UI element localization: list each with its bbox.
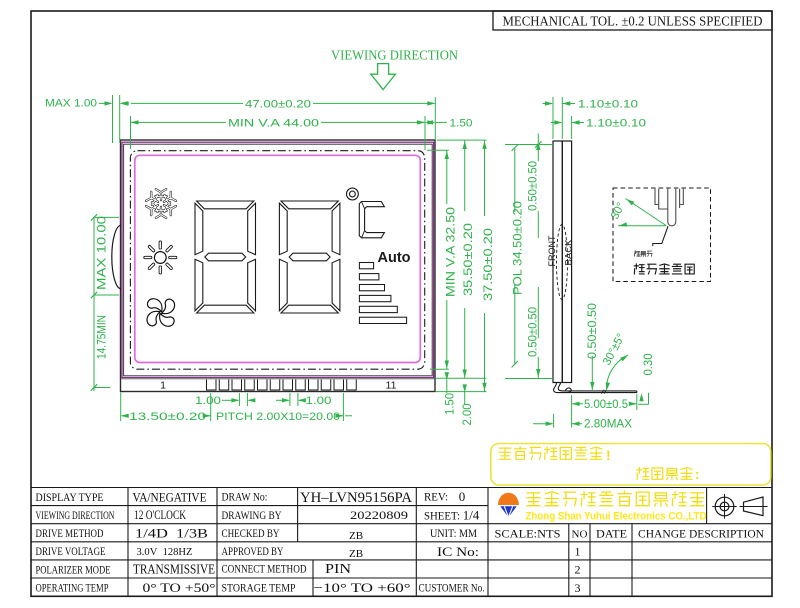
svg-text:30°: 30° xyxy=(609,201,628,222)
svg-text:1.10±0.10: 1.10±0.10 xyxy=(586,118,646,130)
svg-text:CUSTOMER No.: CUSTOMER No. xyxy=(419,583,485,595)
svg-text:DISPLAY TYPE: DISPLAY TYPE xyxy=(36,492,104,504)
svg-text::: : xyxy=(695,467,700,482)
svg-text:0.50±0.50: 0.50±0.50 xyxy=(525,307,539,357)
svg-text:MECHANICAL TOL. ±0.2 UNLESS SP: MECHANICAL TOL. ±0.2 UNLESS SPECIFIED xyxy=(503,14,763,29)
svg-text:MIN V.A 32.50: MIN V.A 32.50 xyxy=(443,207,457,297)
svg-text:DRAW No:: DRAW No: xyxy=(222,492,268,504)
svg-text:1/4: 1/4 xyxy=(463,508,480,523)
svg-text:BACK: BACK xyxy=(564,239,574,265)
svg-text:!: ! xyxy=(606,447,611,463)
svg-text:IC No:: IC No: xyxy=(437,544,479,559)
svg-text:35.50±0.20: 35.50±0.20 xyxy=(461,223,475,296)
svg-text:1.50: 1.50 xyxy=(442,393,456,415)
svg-text:MAX 10.00: MAX 10.00 xyxy=(94,216,108,290)
svg-text:1: 1 xyxy=(160,380,166,392)
svg-text:1.00: 1.00 xyxy=(306,395,332,407)
svg-text:20220809: 20220809 xyxy=(350,508,408,522)
svg-text:30°±5°: 30°±5° xyxy=(601,332,628,368)
svg-text:ZB: ZB xyxy=(349,530,363,542)
svg-text:1.10±0.10: 1.10±0.10 xyxy=(578,99,638,111)
svg-text:CHECKED BY: CHECKED BY xyxy=(222,528,281,540)
svg-text:2: 2 xyxy=(575,563,581,577)
svg-text:DRAWING BY: DRAWING BY xyxy=(222,510,283,522)
svg-text:1.00: 1.00 xyxy=(195,395,221,407)
svg-text:0.50±0.50: 0.50±0.50 xyxy=(585,303,599,359)
svg-text:11: 11 xyxy=(386,380,397,392)
svg-text:DATE: DATE xyxy=(596,529,627,541)
svg-text:POLARIZER MODE: POLARIZER MODE xyxy=(36,565,111,577)
svg-text:STORAGE TEMP: STORAGE TEMP xyxy=(222,583,296,595)
svg-text:1.50: 1.50 xyxy=(450,118,473,130)
svg-text:YH–LVN95156PA: YH–LVN95156PA xyxy=(300,490,412,506)
svg-text:3.0V 128HZ: 3.0V 128HZ xyxy=(137,547,193,558)
svg-text:CHANGE DESCRIPTION: CHANGE DESCRIPTION xyxy=(638,527,764,541)
svg-text:REV:: REV: xyxy=(424,492,448,504)
svg-text:5.00±0.5: 5.00±0.5 xyxy=(584,397,628,411)
svg-text:Auto: Auto xyxy=(378,249,411,266)
svg-text:DRIVE VOLTAGE: DRIVE VOLTAGE xyxy=(36,546,106,558)
svg-text:APPROVED BY: APPROVED BY xyxy=(222,546,285,558)
svg-text:CONNECT METHOD: CONNECT METHOD xyxy=(222,564,307,576)
svg-text:1/4D 1/3B: 1/4D 1/3B xyxy=(135,526,208,541)
svg-text:MAX 1.00: MAX 1.00 xyxy=(45,98,97,110)
svg-text:0: 0 xyxy=(459,489,466,504)
svg-text:1: 1 xyxy=(575,545,581,559)
svg-text:SCALE:NTS: SCALE:NTS xyxy=(495,527,561,541)
svg-text:PIN: PIN xyxy=(325,561,351,576)
svg-text:14.75MIN: 14.75MIN xyxy=(94,315,108,359)
svg-text:37.50±0.20: 37.50±0.20 xyxy=(481,228,495,301)
svg-text:2.00: 2.00 xyxy=(460,403,474,425)
svg-text:SHEET:: SHEET: xyxy=(424,511,460,523)
svg-text:2.80MAX: 2.80MAX xyxy=(584,417,632,431)
svg-text:−10° TO +60°: −10° TO +60° xyxy=(314,580,411,595)
svg-text:VIEWING DIRECTION: VIEWING DIRECTION xyxy=(36,510,115,522)
svg-text:UNIT: MM: UNIT: MM xyxy=(430,528,477,540)
svg-text:VA/NEGATIVE: VA/NEGATIVE xyxy=(133,490,207,505)
svg-text:POL 34.50±0.20: POL 34.50±0.20 xyxy=(510,201,524,295)
svg-text:OPERATING TEMP: OPERATING TEMP xyxy=(36,583,109,595)
svg-text:12 O'CLOCK: 12 O'CLOCK xyxy=(134,508,186,522)
svg-text:ZB: ZB xyxy=(349,548,363,560)
svg-text:47.00±0.20: 47.00±0.20 xyxy=(245,99,311,111)
svg-text:13.50±0.20: 13.50±0.20 xyxy=(129,411,206,423)
svg-text:MIN V.A 44.00: MIN V.A 44.00 xyxy=(228,118,319,130)
svg-text:NO: NO xyxy=(572,529,588,541)
svg-text:0.30: 0.30 xyxy=(643,354,655,376)
svg-text:3: 3 xyxy=(575,581,581,595)
svg-text:TRANSMISSIVE: TRANSMISSIVE xyxy=(133,562,215,577)
svg-text:VIEWING DIRECTION: VIEWING DIRECTION xyxy=(331,48,458,63)
svg-text:PITCH 2.00X10=20.00: PITCH 2.00X10=20.00 xyxy=(216,411,340,423)
svg-text:FRONT: FRONT xyxy=(547,235,557,267)
svg-text:Zhong Shan Yuhui Electronics C: Zhong Shan Yuhui Electronics CO.,LTD xyxy=(526,511,707,523)
svg-text:DRIVE METHOD: DRIVE METHOD xyxy=(36,528,104,540)
svg-text:0° TO +50°: 0° TO +50° xyxy=(143,580,216,595)
svg-text:0.50±0.50: 0.50±0.50 xyxy=(525,161,539,211)
